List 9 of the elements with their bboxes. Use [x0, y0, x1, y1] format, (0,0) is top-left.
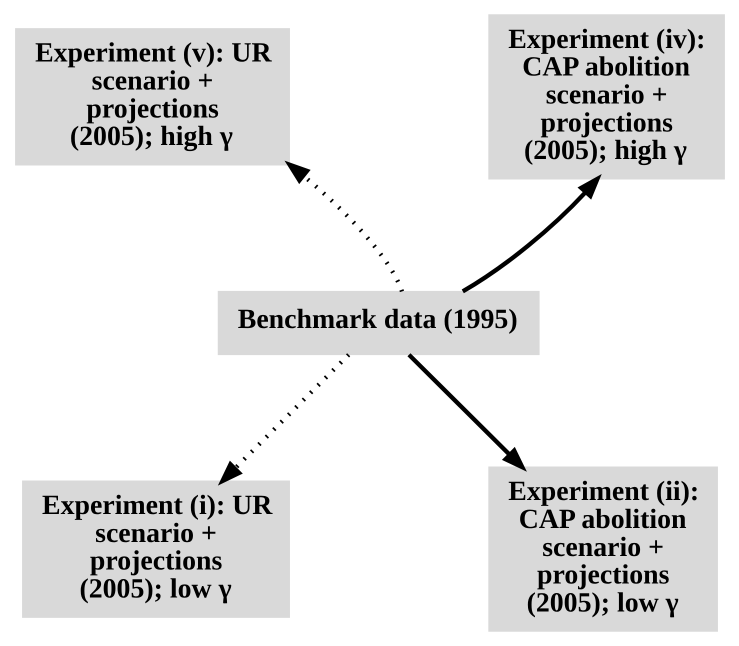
arrow — [284, 160, 404, 292]
arrow — [217, 353, 350, 486]
node-box: Experiment (v): UR scenario + projections (2005); high γ — [14, 28, 290, 166]
node-box: Experiment (ii): CAP abolition scenario + projections (2005); low γ — [488, 466, 718, 632]
arrow — [406, 353, 526, 472]
node-box: Benchmark data (1995) — [217, 290, 540, 356]
node-box: Experiment (i): UR scenario + projections (2005); low γ — [22, 480, 290, 618]
arrow — [461, 174, 602, 294]
node-box: Experiment (iv): CAP abolition scenario + projections (2005); high γ — [488, 14, 724, 180]
